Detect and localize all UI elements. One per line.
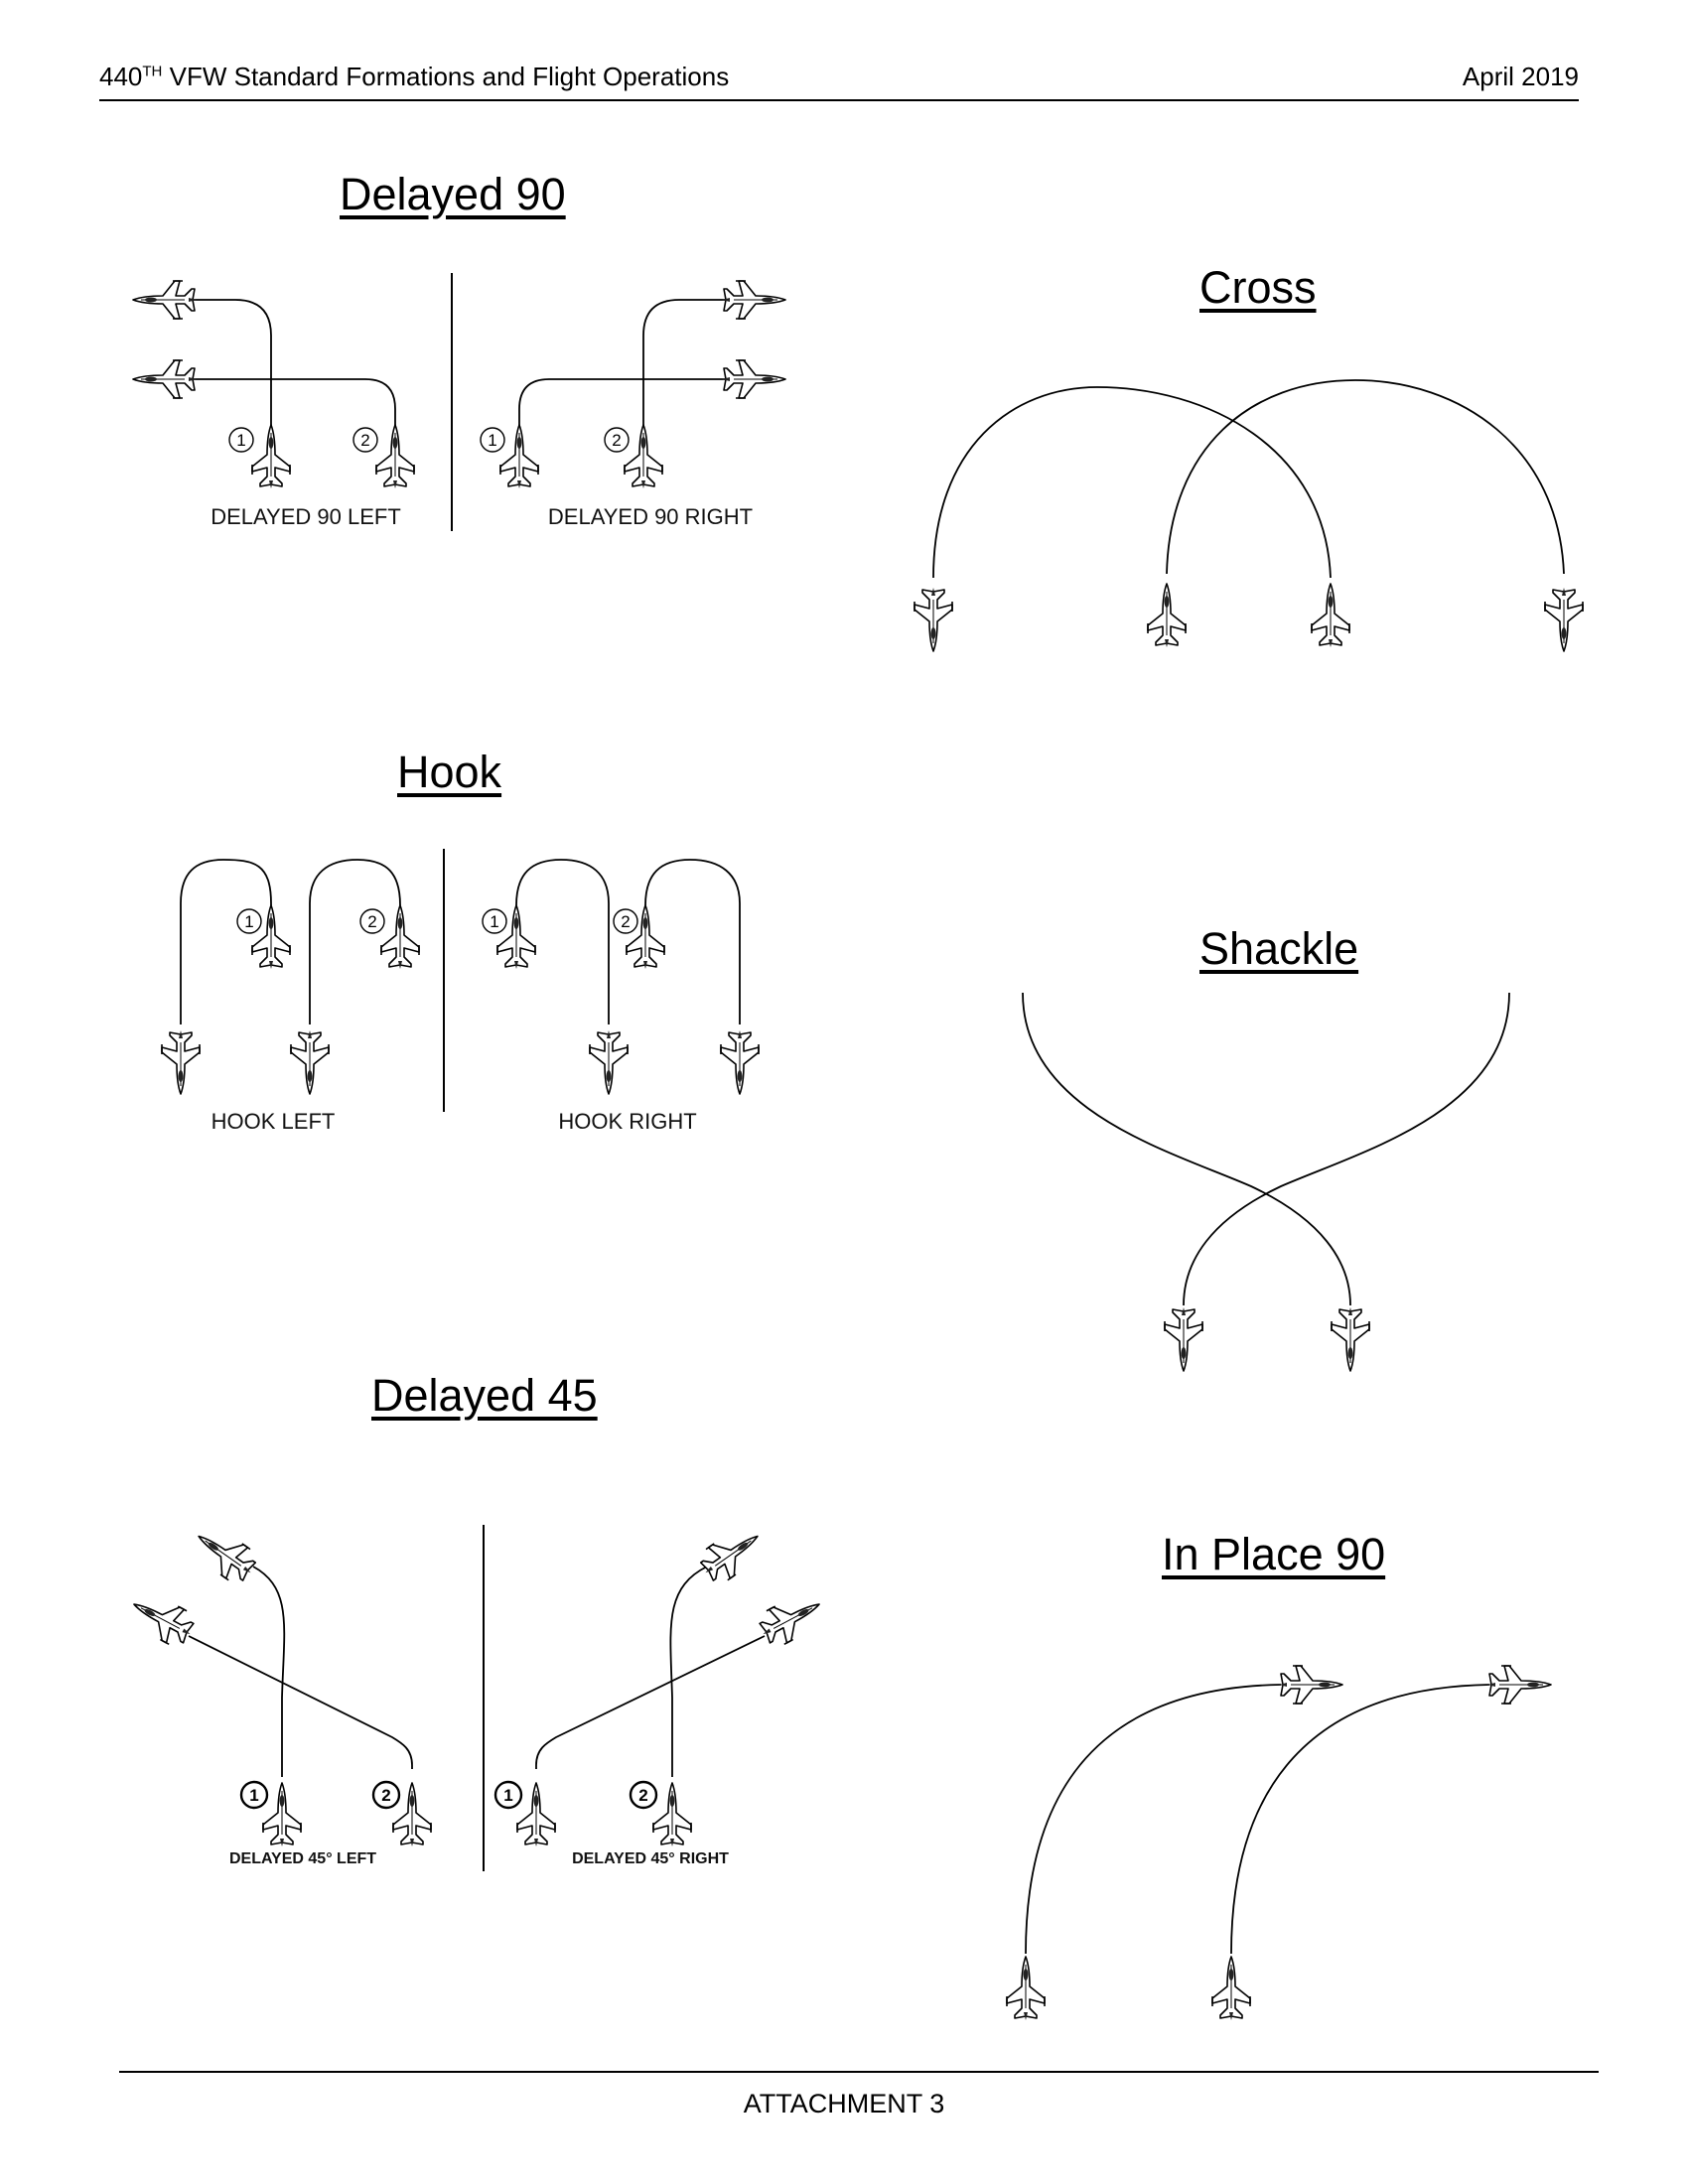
path-lead xyxy=(518,378,730,429)
jet-lead-final-icon xyxy=(753,1586,829,1652)
marker-2 xyxy=(352,427,378,453)
hook-path-lead xyxy=(180,859,272,1024)
hook-path-wing xyxy=(309,859,401,1024)
cross-diagram xyxy=(914,379,1584,652)
section-title-shackle: Shackle xyxy=(1199,923,1359,974)
jet-lead-icon xyxy=(251,424,291,489)
svg-text:1: 1 xyxy=(236,431,245,450)
document-date: April 2019 xyxy=(1462,62,1579,91)
marker-2 xyxy=(359,908,385,934)
svg-text:2: 2 xyxy=(360,431,369,450)
jet-lead-icon xyxy=(499,424,539,489)
page-footer: ATTACHMENT 3 xyxy=(743,2089,945,2118)
jet-icon xyxy=(1147,583,1187,648)
svg-text:1: 1 xyxy=(503,1786,512,1805)
delayed-90-left-label: DELAYED 90 LEFT xyxy=(211,504,401,529)
hook-right-label: HOOK RIGHT xyxy=(558,1109,696,1134)
jet-lead-final-icon xyxy=(132,280,198,320)
marker-1 xyxy=(239,1780,269,1810)
jet-wing-icon xyxy=(652,1782,692,1847)
marker-1 xyxy=(482,908,507,934)
marker-1 xyxy=(236,908,262,934)
in-place-90-path-2 xyxy=(1230,1684,1490,1955)
svg-text:2: 2 xyxy=(621,912,630,931)
delayed-90-right-label: DELAYED 90 RIGHT xyxy=(548,504,753,529)
delayed-90-diagram: 1 2 DELAYED 90 LEFT 1 2 DELAYED 90 RIGHT xyxy=(132,273,786,531)
section-title-delayed-90: Delayed 90 xyxy=(340,169,566,219)
svg-text:1: 1 xyxy=(490,912,498,931)
page-header: 440TH VFW Standard Formations and Flight… xyxy=(99,58,1579,101)
delayed-45-path-wing xyxy=(188,1635,413,1769)
shackle-path-1 xyxy=(1022,992,1351,1306)
jet-icon xyxy=(1211,1956,1251,2021)
marker-2 xyxy=(613,908,638,934)
jet-wing-final-icon xyxy=(721,280,786,320)
in-place-90-diagram xyxy=(1006,1665,1552,2021)
svg-text:2: 2 xyxy=(381,1786,390,1805)
hook-path-lead xyxy=(515,859,610,1024)
cross-path-2 xyxy=(1166,379,1565,575)
path-wing xyxy=(642,299,730,429)
jet-icon xyxy=(1331,1306,1370,1372)
marker-1 xyxy=(480,427,505,453)
marker-1 xyxy=(493,1780,523,1810)
jet-wing-icon xyxy=(380,904,420,970)
jet-wing-icon xyxy=(624,424,663,489)
hook-path-wing xyxy=(644,859,741,1024)
delayed-45-diagram: 1 2 DELAYED 45° LEFT 1 2 DELAYED 45° RIG… xyxy=(124,1520,829,1871)
shackle-diagram xyxy=(1022,992,1510,1372)
jet-lead-final-icon xyxy=(187,1520,263,1589)
document-title: 440TH VFW Standard Formations and Flight… xyxy=(99,62,730,91)
svg-text:2: 2 xyxy=(638,1786,647,1805)
section-title-delayed-45: Delayed 45 xyxy=(371,1370,598,1421)
jet-wing-final-icon xyxy=(124,1586,201,1652)
cross-path-1 xyxy=(932,386,1332,579)
jet-wing-icon xyxy=(375,424,415,489)
jet-icon xyxy=(1311,583,1350,648)
marker-2 xyxy=(371,1780,401,1810)
jet-lead-icon xyxy=(516,1782,556,1847)
jet-wing-final-icon xyxy=(132,359,198,399)
jet-final-icon xyxy=(1278,1665,1343,1705)
delayed-45-path-lead xyxy=(252,1566,286,1777)
jet-icon xyxy=(1006,1956,1046,2021)
delayed-45-path-wing xyxy=(669,1566,708,1777)
jet-lead-final-icon xyxy=(589,1029,629,1095)
jet-final-icon xyxy=(1486,1665,1552,1705)
svg-text:2: 2 xyxy=(367,912,376,931)
footer-rule xyxy=(119,2071,1599,2073)
shackle-path-2 xyxy=(1183,992,1510,1306)
jet-icon xyxy=(1164,1306,1203,1372)
jet-lead-icon xyxy=(262,1782,302,1847)
jet-wing-final-icon xyxy=(720,1029,760,1095)
section-title-in-place-90: In Place 90 xyxy=(1162,1529,1386,1579)
svg-text:2: 2 xyxy=(612,431,621,450)
in-place-90-path-1 xyxy=(1025,1684,1282,1955)
marker-2 xyxy=(629,1780,658,1810)
marker-2 xyxy=(604,427,630,453)
hook-diagram: 1 2 HOOK LEFT 1 2 HOOK RIGHT xyxy=(161,849,760,1134)
jet-wing-final-icon xyxy=(693,1520,770,1589)
jet-wing-final-icon xyxy=(290,1029,330,1095)
delayed-45-path-lead xyxy=(535,1635,766,1769)
svg-text:1: 1 xyxy=(488,431,496,450)
delayed-45-left-label: DELAYED 45° LEFT xyxy=(229,1850,376,1867)
delayed-45-right-label: DELAYED 45° RIGHT xyxy=(572,1850,729,1867)
svg-text:1: 1 xyxy=(244,912,253,931)
svg-text:1: 1 xyxy=(249,1786,258,1805)
hook-left-label: HOOK LEFT xyxy=(211,1109,336,1134)
section-title-cross: Cross xyxy=(1199,262,1317,313)
jet-icon xyxy=(914,587,953,652)
jet-icon xyxy=(1544,587,1584,652)
path-wing xyxy=(189,378,396,429)
marker-1 xyxy=(228,427,254,453)
jet-lead-final-icon xyxy=(721,359,786,399)
path-lead xyxy=(189,299,272,429)
jet-lead-final-icon xyxy=(161,1029,201,1095)
section-title-hook: Hook xyxy=(397,747,502,797)
